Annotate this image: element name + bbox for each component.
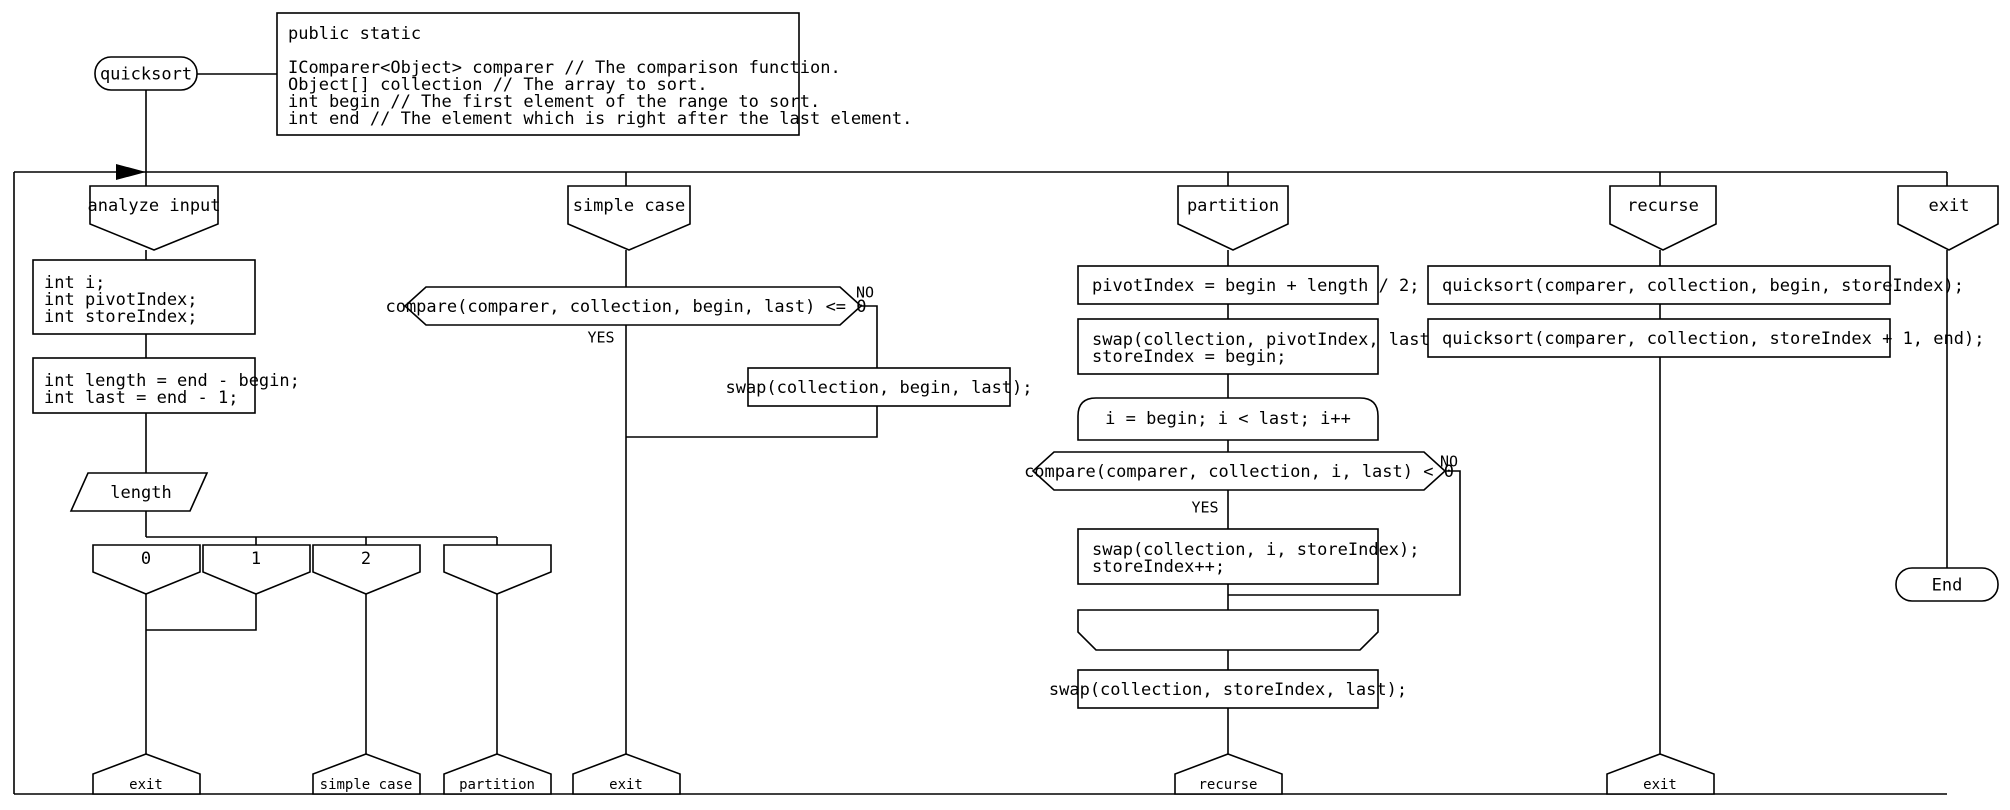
exit-connector-col3-recurse-label: recurse (1198, 777, 1257, 793)
decision-yes-label-1: YES (587, 329, 614, 347)
swap-store-line-0: swap(collection, i, storeIndex); (1092, 540, 1420, 560)
compute-length-line-1: int last = end - 1; (44, 388, 238, 408)
start-terminator[interactable]: quicksort (94, 56, 198, 91)
exit-connector-col4-exit-label: exit (1643, 777, 1677, 793)
entry-simple-case-label: simple case (573, 196, 686, 216)
entry-simple-case[interactable]: simple case (567, 185, 691, 251)
entry-analyze-input[interactable]: analyze input (87, 185, 221, 251)
decision-compare-begin-last[interactable]: compare(comparer, collection, begin, las… (385, 286, 867, 326)
entry-partition[interactable]: partition (1177, 185, 1289, 251)
decision-yes-label-2: YES (1191, 499, 1218, 517)
loop-start-for[interactable]: i = begin; i < last; i++ (1077, 397, 1379, 441)
swap-pivot-line-1: storeIndex = begin; (1092, 347, 1286, 367)
note-line-2: IComparer<Object> comparer // The compar… (288, 58, 841, 78)
node-recurse-left[interactable]: quicksort(comparer, collection, begin, s… (1427, 265, 1964, 305)
connector-no-branch-1 (861, 305, 878, 368)
switch-case-default[interactable] (443, 544, 552, 595)
node-swap-pivot[interactable]: swap(collection, pivotIndex, last); stor… (1077, 318, 1450, 375)
exit-connector-col2-exit-label: exit (609, 777, 643, 793)
entry-exit[interactable]: exit (1897, 185, 1999, 251)
switch-case-1[interactable]: 1 (202, 544, 311, 595)
swap-store-line-1: storeIndex++; (1092, 557, 1225, 577)
declare-vars-line-2: int storeIndex; (44, 307, 198, 327)
exit-connector-col2-exit[interactable]: exit (572, 753, 681, 795)
entry-exit-label: exit (1929, 196, 1970, 216)
end-terminator[interactable]: End (1895, 567, 1999, 602)
switch-case-1-label: 1 (251, 549, 261, 569)
exit-connector-col1-simplecase[interactable]: simple case (312, 753, 421, 795)
swap-pivot-line-0: swap(collection, pivotIndex, last); (1092, 330, 1450, 350)
entry-partition-label: partition (1187, 196, 1279, 216)
exit-connector-col1-simplecase-label: simple case (320, 777, 413, 793)
exit-connector-col1-partition-label: partition (459, 777, 535, 793)
note-line-5: int end // The element which is right af… (288, 109, 912, 129)
declare-vars-line-0: int i; (44, 273, 105, 293)
recurse-right-label: quicksort(comparer, collection, storeInd… (1442, 329, 1984, 349)
connector-case1-merge (146, 594, 257, 631)
switch-case-0-label: 0 (141, 549, 151, 569)
switch-case-0[interactable]: 0 (92, 544, 201, 595)
exit-connector-col1-exit-label: exit (129, 777, 163, 793)
pivot-index-line-0: pivotIndex = begin + length / 2; (1092, 276, 1420, 296)
node-declare-vars[interactable]: int i; int pivotIndex; int storeIndex; (32, 259, 256, 335)
switch-case-2-label: 2 (361, 549, 371, 569)
swap-begin-last-label: swap(collection, begin, last); (725, 378, 1032, 398)
recurse-left-label: quicksort(comparer, collection, begin, s… (1442, 276, 1964, 296)
connector-no-branch-2 (1228, 470, 1461, 596)
node-swap-final[interactable]: swap(collection, storeIndex, last); (1049, 669, 1407, 709)
node-recurse-right[interactable]: quicksort(comparer, collection, storeInd… (1427, 318, 1984, 358)
compute-length-line-0: int length = end - begin; (44, 371, 300, 391)
exit-connector-col1-partition[interactable]: partition (443, 753, 552, 795)
node-pivot-index[interactable]: pivotIndex = begin + length / 2; (1077, 265, 1420, 305)
decision-no-label-2: NO (1440, 453, 1458, 471)
decision-no-label-1: NO (856, 284, 874, 302)
loop-end-for[interactable] (1077, 609, 1379, 651)
node-swap-begin-last[interactable]: swap(collection, begin, last); (725, 367, 1033, 407)
node-compute-length[interactable]: int length = end - begin; int last = end… (32, 357, 300, 414)
entry-recurse[interactable]: recurse (1609, 185, 1717, 251)
entry-analyze-input-label: analyze input (87, 196, 220, 216)
entry-recurse-label: recurse (1627, 196, 1699, 216)
swap-final-label: swap(collection, storeIndex, last); (1049, 680, 1407, 700)
switch-case-2[interactable]: 2 (312, 544, 421, 595)
loop-start-for-label: i = begin; i < last; i++ (1105, 409, 1351, 429)
declare-vars-line-1: int pivotIndex; (44, 290, 198, 310)
exit-connector-col1-exit[interactable]: exit (92, 753, 201, 795)
decision-compare-i-last[interactable]: compare(comparer, collection, i, last) <… (1024, 451, 1454, 491)
switch-length[interactable]: length (69, 472, 209, 512)
note-line-3: Object[] collection // The array to sort… (288, 75, 708, 95)
decision-compare-i-last-label: compare(comparer, collection, i, last) <… (1024, 462, 1454, 482)
exit-connector-col4-exit[interactable]: exit (1606, 753, 1715, 795)
signature-note-box: public static IComparer<Object> comparer… (276, 12, 912, 136)
note-line-0: public static (288, 24, 421, 44)
start-label: quicksort (100, 65, 192, 85)
connector-swap-merge-1 (626, 406, 878, 438)
decision-compare-begin-last-label: compare(comparer, collection, begin, las… (385, 297, 866, 317)
note-line-4: int begin // The first element of the ra… (288, 92, 820, 112)
exit-connector-col3-recurse[interactable]: recurse (1174, 753, 1283, 795)
end-label: End (1932, 576, 1963, 596)
node-swap-store-index[interactable]: swap(collection, i, storeIndex); storeIn… (1077, 528, 1420, 585)
switch-length-label: length (110, 483, 171, 503)
